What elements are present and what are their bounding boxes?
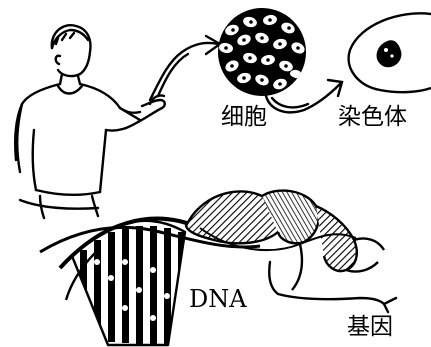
arrow-to-cell-icon	[150, 36, 220, 100]
cell-cluster-icon	[218, 8, 307, 96]
dna-helix-icon	[40, 191, 384, 345]
chromosome-label: 染色体	[338, 106, 407, 129]
cell-label: 细胞	[221, 106, 267, 129]
dna-label: DNA	[189, 287, 247, 311]
gene-label: 基因	[347, 316, 393, 339]
cell-nucleus-icon	[349, 13, 431, 92]
person-icon	[15, 25, 165, 218]
